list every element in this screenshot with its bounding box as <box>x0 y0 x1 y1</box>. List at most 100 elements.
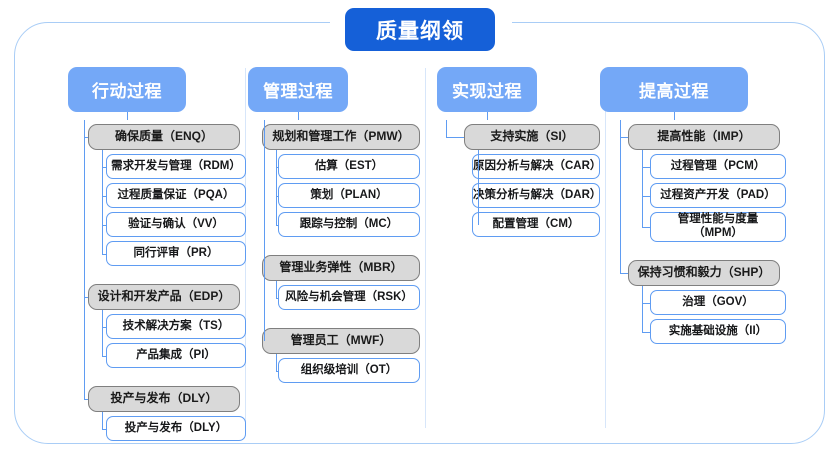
group-connector-implement-0 <box>446 137 464 139</box>
group-box-action-2-label: 投产与发布（DLY） <box>110 391 218 406</box>
column-header-manage-label: 管理过程 <box>263 82 333 101</box>
group-box-action-1[interactable]: 设计和开发产品（EDP） <box>88 284 240 310</box>
leaf-box-improve-1-0-label: 治理（GOV） <box>682 295 754 308</box>
leaf-box-improve-0-0[interactable]: 过程管理（PCM） <box>650 154 786 179</box>
group-stem-action-1 <box>102 310 104 356</box>
leaf-connector-action-0-1 <box>102 195 106 197</box>
leaf-box-improve-0-2[interactable]: 管理性能与度量（MPM） <box>650 212 786 242</box>
column-header-implement[interactable]: 实现过程 <box>437 67 537 112</box>
leaf-connector-action-2-0 <box>102 428 106 430</box>
group-box-manage-2[interactable]: 管理员工（MWF） <box>262 328 420 354</box>
leaf-box-manage-0-1-label: 策划（PLAN） <box>310 188 388 201</box>
column-header-action-label: 行动过程 <box>92 82 162 101</box>
group-box-manage-2-label: 管理员工（MWF） <box>290 333 392 348</box>
leaf-box-action-0-3-label: 同行评审（PR） <box>133 246 219 259</box>
group-connector-action-2 <box>84 399 88 401</box>
leaf-box-manage-0-2[interactable]: 跟踪与控制（MC） <box>278 212 420 237</box>
group-box-improve-1-label: 保持习惯和毅力（SHP） <box>637 265 771 280</box>
leaf-connector-manage-1-0 <box>276 297 278 299</box>
leaf-connector-improve-0-1 <box>642 195 650 197</box>
diagram-title-label: 质量纲领 <box>376 19 464 43</box>
group-stem-manage-0 <box>276 150 278 225</box>
group-connector-improve-1 <box>620 273 628 275</box>
leaf-box-action-0-0[interactable]: 需求开发与管理（RDM） <box>106 154 246 179</box>
leaf-box-improve-0-1-label: 过程资产开发（PAD） <box>660 188 776 201</box>
leaf-box-action-0-3[interactable]: 同行评审（PR） <box>106 241 246 266</box>
column-stem-manage <box>264 120 266 341</box>
column-stem-improve <box>620 120 622 273</box>
group-box-improve-0[interactable]: 提高性能（IMP） <box>628 124 780 150</box>
leaf-connector-improve-0-0 <box>642 166 650 168</box>
group-box-manage-1[interactable]: 管理业务弹性（MBR） <box>262 255 420 281</box>
group-box-action-1-label: 设计和开发产品（EDP） <box>97 289 231 304</box>
leaf-connector-manage-0-2 <box>276 224 278 226</box>
leaf-box-improve-0-0-label: 过程管理（PCM） <box>670 159 766 172</box>
column-header-improve[interactable]: 提高过程 <box>600 67 748 112</box>
leaf-connector-action-1-1 <box>102 355 106 357</box>
leaf-box-action-1-0[interactable]: 技术解决方案（TS） <box>106 314 246 339</box>
column-stem-action <box>84 120 86 399</box>
leaf-box-improve-0-1[interactable]: 过程资产开发（PAD） <box>650 183 786 208</box>
leaf-connector-manage-2-0 <box>276 370 278 372</box>
group-box-manage-0-label: 规划和管理工作（PMW） <box>272 129 410 144</box>
column-header-manage[interactable]: 管理过程 <box>248 67 348 112</box>
group-stem-action-2 <box>102 412 104 429</box>
group-box-action-2[interactable]: 投产与发布（DLY） <box>88 386 240 412</box>
column-header-action[interactable]: 行动过程 <box>68 67 186 112</box>
leaf-box-manage-0-2-label: 跟踪与控制（MC） <box>299 217 399 230</box>
leaf-box-manage-0-1[interactable]: 策划（PLAN） <box>278 183 420 208</box>
column-header-implement-label: 实现过程 <box>452 82 522 101</box>
column-header-improve-label: 提高过程 <box>639 82 709 101</box>
leaf-connector-action-0-3 <box>102 253 106 255</box>
leaf-box-action-0-2[interactable]: 验证与确认（VV） <box>106 212 246 237</box>
leaf-box-manage-0-0-label: 估算（EST） <box>314 159 384 172</box>
leaf-box-implement-0-1-label: 决策分析与解决（DAR） <box>473 188 602 201</box>
group-box-action-0-label: 确保质量（ENQ） <box>114 129 213 144</box>
group-box-improve-1[interactable]: 保持习惯和毅力（SHP） <box>628 260 780 286</box>
group-box-improve-0-label: 提高性能（IMP） <box>657 129 751 144</box>
leaf-box-improve-1-1[interactable]: 实施基础设施（II） <box>650 319 786 344</box>
group-box-manage-0[interactable]: 规划和管理工作（PMW） <box>262 124 420 150</box>
leaf-box-implement-0-2[interactable]: 配置管理（CM） <box>472 212 600 237</box>
leaf-box-improve-1-1-label: 实施基础设施（II） <box>668 324 768 337</box>
leaf-box-action-0-1-label: 过程质量保证（PQA） <box>117 188 235 201</box>
leaf-box-action-2-0[interactable]: 投产与发布（DLY） <box>106 416 246 441</box>
leaf-box-implement-0-2-label: 配置管理（CM） <box>492 217 580 230</box>
group-box-implement-0-label: 支持实施（SI） <box>490 129 574 144</box>
leaf-connector-improve-1-0 <box>642 302 650 304</box>
column-stem-top-manage <box>298 112 300 120</box>
leaf-box-implement-0-0[interactable]: 原因分析与解决（CAR） <box>472 154 602 179</box>
leaf-box-manage-1-0-label: 风险与机会管理（RSK） <box>285 290 413 303</box>
leaf-box-implement-0-0-label: 原因分析与解决（CAR） <box>473 159 602 172</box>
leaf-connector-action-1-0 <box>102 326 106 328</box>
leaf-box-action-0-1[interactable]: 过程质量保证（PQA） <box>106 183 246 208</box>
column-stem-implement <box>446 120 448 137</box>
group-box-action-0[interactable]: 确保质量（ENQ） <box>88 124 240 150</box>
group-connector-action-0 <box>84 137 88 139</box>
leaf-box-improve-1-0[interactable]: 治理（GOV） <box>650 290 786 315</box>
leaf-box-improve-0-2-label: 管理性能与度量（MPM） <box>677 213 759 239</box>
group-stem-manage-2 <box>276 354 278 371</box>
column-divider-3 <box>605 68 606 428</box>
group-stem-implement-0 <box>478 150 480 225</box>
leaf-box-manage-2-0[interactable]: 组织级培训（OT） <box>278 358 420 383</box>
diagram-title: 质量纲领 <box>345 8 495 51</box>
group-stem-action-0 <box>102 150 104 254</box>
column-stem-top-action <box>127 112 129 120</box>
group-box-implement-0[interactable]: 支持实施（SI） <box>464 124 600 150</box>
group-stem-manage-1 <box>276 281 278 298</box>
leaf-box-action-1-0-label: 技术解决方案（TS） <box>122 319 230 332</box>
leaf-box-manage-1-0[interactable]: 风险与机会管理（RSK） <box>278 285 420 310</box>
leaf-box-action-2-0-label: 投产与发布（DLY） <box>124 421 228 434</box>
leaf-box-implement-0-1[interactable]: 决策分析与解决（DAR） <box>472 183 602 208</box>
group-connector-improve-0 <box>620 137 628 139</box>
column-divider-2 <box>425 68 426 428</box>
leaf-box-action-0-0-label: 需求开发与管理（RDM） <box>111 159 241 172</box>
leaf-box-manage-0-0[interactable]: 估算（EST） <box>278 154 420 179</box>
leaf-connector-improve-0-2 <box>642 227 650 229</box>
leaf-box-action-1-1-label: 产品集成（PI） <box>136 348 216 361</box>
leaf-box-action-1-1[interactable]: 产品集成（PI） <box>106 343 246 368</box>
leaf-connector-action-0-2 <box>102 224 106 226</box>
column-stem-top-improve <box>674 112 676 120</box>
leaf-box-manage-2-0-label: 组织级培训（OT） <box>300 363 398 376</box>
